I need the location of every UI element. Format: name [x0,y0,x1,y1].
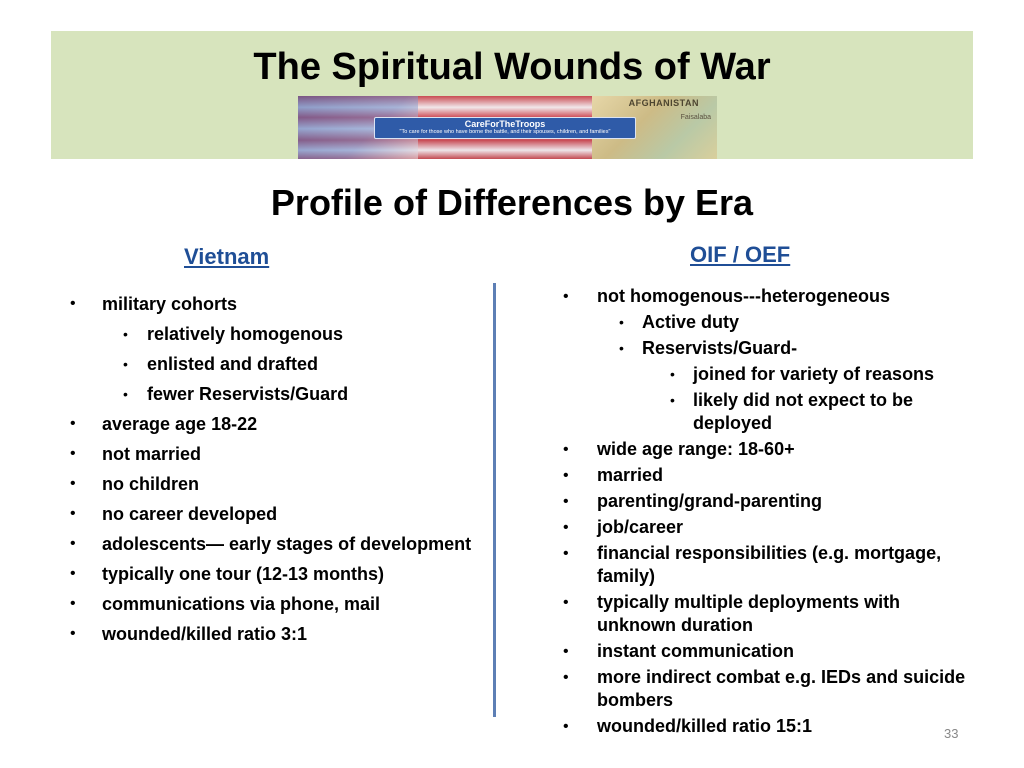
bullet-icon: • [563,718,569,735]
list-item-text: adolescents— early stages of development [102,534,472,554]
list-item-text: not homogenous---heterogeneous [597,286,890,306]
bullet-icon: • [563,288,569,305]
list-item-text: average age 18-22 [102,414,258,434]
list-item-text: married [597,465,664,485]
list-item: • joined for variety of reasons [563,363,983,386]
bullet-icon: • [563,594,569,611]
list-item-text: wide age range: 18-60+ [597,439,795,459]
vietnam-list: •military cohorts•relatively homogenous•… [70,291,480,647]
list-item-text: instant communication [597,641,795,661]
list-item: • wide age range: 18-60+ [563,438,983,461]
bullet-icon: • [619,340,624,356]
list-item: • more indirect combat e.g. IEDs and suic… [563,666,983,712]
list-item: • no children [70,471,480,497]
bullet-icon: • [563,545,569,562]
list-item-text: likely did not expect to be deployed [693,390,914,433]
list-item: • adolescents— early stages of developmen… [70,531,480,557]
list-item-text: communications via phone, mail [102,594,381,614]
bullet-icon: • [70,295,76,312]
list-item: • wounded/killed ratio 3:1 [70,621,480,647]
list-item: • enlisted and drafted [70,351,480,377]
bullet-icon: • [70,505,76,522]
vietnam-column: •military cohorts•relatively homogenous•… [70,291,480,651]
bullet-icon: • [70,595,76,612]
bullet-icon: • [70,415,76,432]
oif-oef-column: • not homogenous---heterogeneous • Active d… [563,285,983,741]
bullet-icon: • [70,565,76,582]
list-item-text: enlisted and drafted [147,354,319,374]
bullet-icon: • [563,467,569,484]
list-item: • Active duty [563,311,983,334]
list-item: • fewer Reservists/Guard [70,381,480,407]
vietnam-heading: Vietnam [184,244,270,269]
list-item: • likely did not expect to be deployed [563,389,983,435]
list-item-text: typically multiple deployments with unkn… [597,592,901,635]
list-item: • wounded/killed ratio 15:1 [563,715,983,738]
bullet-icon: • [619,314,624,330]
list-item: • instant communication [563,640,983,663]
logo: CareForTheTroops "To care for those who … [374,117,636,139]
column-divider [493,283,496,717]
bullet-icon: • [563,493,569,510]
oif-oef-heading: OIF / OEF [690,242,791,267]
list-item: • Reservists/Guard- [563,337,983,360]
bullet-icon: • [70,625,76,642]
bullet-icon: • [70,535,76,552]
list-item-text: Reservists/Guard- [642,338,798,358]
list-item: • job/career [563,516,983,539]
list-item: • typically one tour (12-13 months) [70,561,480,587]
list-item-text: typically one tour (12-13 months) [102,564,385,584]
bullet-icon: • [670,392,675,408]
list-item: • not married [70,441,480,467]
bullet-icon: • [123,356,128,372]
bullet-icon: • [563,643,569,660]
map-label: AFGHANISTAN [628,98,699,108]
list-item: • no career developed [70,501,480,527]
list-item-text: Active duty [642,312,740,332]
list-item-text: parenting/grand-parenting [597,491,822,511]
bullet-icon: • [123,386,128,402]
care-for-the-troops-banner: AFGHANISTAN Faisalaba CareForTheTroops "… [298,96,717,159]
list-item: • relatively homogenous [70,321,480,347]
slide-title: The Spiritual Wounds of War [253,46,771,88]
page-number: 33 [944,726,959,741]
list-item-text: wounded/killed ratio 3:1 [102,624,308,644]
list-item-text: more indirect combat e.g. IEDs and suici… [597,667,966,710]
bullet-icon: • [70,475,76,492]
list-item-text: no career developed [102,504,278,524]
map-sublabel: Faisalaba [680,114,711,121]
oif-oef-list: • not homogenous---heterogeneous • Active d… [563,285,983,738]
slide-subtitle: Profile of Differences by Era [270,182,754,223]
list-item-text: job/career [597,517,684,537]
list-item: • parenting/grand-parenting [563,490,983,513]
list-item-text: financial responsibilities (e.g. mortgag… [597,543,942,586]
list-item-text: fewer Reservists/Guard [147,384,349,404]
bullet-icon: • [563,519,569,536]
list-item-text: military cohorts [102,294,238,314]
bullet-icon: • [123,326,128,342]
list-item: • typically multiple deployments with unk… [563,591,983,637]
list-item: • financial responsibilities (e.g. mortga… [563,542,983,588]
list-item-text: no children [102,474,200,494]
list-item: • not homogenous---heterogeneous [563,285,983,308]
logo-name: CareForTheTroops [464,119,546,129]
bullet-icon: • [70,445,76,462]
list-item: • average age 18-22 [70,411,480,437]
list-item-text: relatively homogenous [147,324,344,344]
list-item-text: wounded/killed ratio 15:1 [597,716,813,736]
list-item-text: not married [102,444,202,464]
bullet-icon: • [670,366,675,382]
list-item: • communications via phone, mail [70,591,480,617]
list-item-text: joined for variety of reasons [693,364,935,384]
list-item: • married [563,464,983,487]
list-item: • military cohorts [70,291,480,317]
bullet-icon: • [563,441,569,458]
bullet-icon: • [563,669,569,686]
logo-tagline: "To care for those who have borne the ba… [399,129,611,135]
